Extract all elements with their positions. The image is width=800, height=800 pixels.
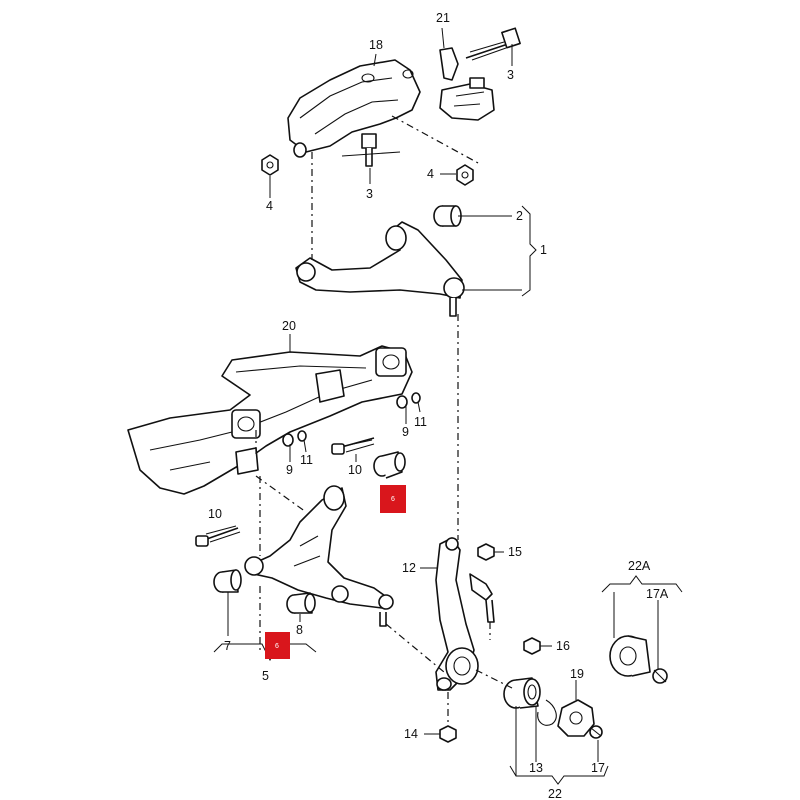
wheel-hub-19 — [557, 699, 603, 739]
lower-control-arm — [244, 485, 394, 627]
bolt-3-mid — [341, 133, 401, 167]
wheel-bearing-13 — [503, 677, 541, 709]
assembly-lines — [255, 115, 513, 726]
callout-4-right: 4 — [427, 167, 434, 181]
callout-14: 14 — [404, 727, 418, 741]
callout-21: 21 — [436, 11, 450, 25]
bracket-22a — [601, 575, 683, 593]
callout-18: 18 — [369, 38, 383, 52]
callout-13: 13 — [529, 761, 543, 775]
callout-7: 7 — [224, 639, 231, 653]
nut-14 — [439, 725, 457, 743]
badge-6-upper-label: 6 — [391, 496, 395, 503]
circlip — [537, 699, 557, 726]
badge-6-upper: 6 — [380, 485, 406, 513]
bracket-22 — [509, 765, 609, 785]
callout-9-left: 9 — [286, 463, 293, 477]
callout-11-left: 11 — [300, 453, 313, 467]
badge-6-lower-box — [265, 632, 290, 659]
tie-rod-stud — [469, 573, 495, 623]
callout-11-right: 11 — [414, 415, 427, 429]
callout-1: 1 — [540, 243, 547, 257]
abs-sensor-bracket — [439, 47, 495, 121]
callout-3-top: 3 — [507, 68, 514, 82]
bolt-3-top — [465, 27, 521, 61]
bushing-7 — [213, 569, 242, 593]
badge-6-lower-label: 6 — [275, 643, 279, 650]
nut-4-right — [456, 164, 474, 186]
steering-knuckle-12 — [435, 537, 479, 691]
callout-2: 2 — [516, 209, 523, 223]
bolt-10-left — [195, 525, 241, 547]
callout-labels: 21 18 3 3 4 4 2 1 20 9 11 9 11 10 10 12 … — [208, 11, 669, 800]
wheel-hub-22a — [609, 635, 668, 684]
upper-control-arm — [295, 221, 465, 317]
nut-4-left — [261, 154, 279, 176]
bushing-2 — [433, 205, 462, 227]
callout-17a: 17A — [646, 587, 669, 601]
bolt-10-mid — [331, 437, 375, 455]
callout-17: 17 — [591, 761, 605, 775]
callout-20: 20 — [282, 319, 296, 333]
badge-6-upper-box — [380, 485, 406, 513]
callout-12: 12 — [402, 561, 416, 575]
callout-4-left: 4 — [266, 199, 273, 213]
callout-22: 22 — [548, 787, 562, 800]
bracket-5 — [213, 643, 317, 662]
callout-16: 16 — [556, 639, 570, 653]
upper-carrier-bracket — [287, 59, 421, 158]
callout-22a: 22A — [628, 559, 651, 573]
callout-19: 19 — [570, 667, 584, 681]
nut-16 — [523, 637, 541, 655]
callout-5: 5 — [262, 669, 269, 683]
callout-10-left: 10 — [208, 507, 222, 521]
leader-lines — [227, 27, 659, 776]
callout-3-mid: 3 — [366, 187, 373, 201]
nut-15 — [477, 543, 495, 561]
callout-8: 8 — [296, 623, 303, 637]
subframe-20 — [127, 345, 413, 495]
badge-6-lower: 6 — [265, 632, 290, 659]
bushing-8 — [286, 592, 316, 614]
bushing-6-upper — [373, 451, 406, 479]
callout-15: 15 — [508, 545, 522, 559]
bracket-1 — [462, 205, 537, 297]
washers-9-11 — [282, 392, 421, 447]
callout-9-right: 9 — [402, 425, 409, 439]
callout-10-mid: 10 — [348, 463, 362, 477]
